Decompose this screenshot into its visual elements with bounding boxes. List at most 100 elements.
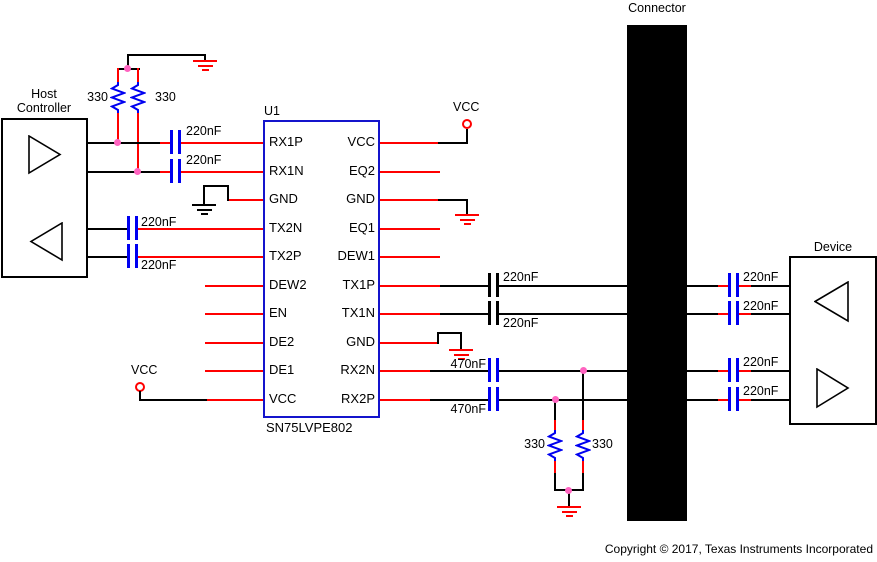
ic-pin-label: DE2: [269, 334, 295, 349]
wire-rx2p: [739, 399, 751, 401]
junction-dot: [114, 139, 121, 146]
ic-pin-label: TX2N: [269, 220, 303, 235]
wire-rx1n: [160, 171, 170, 173]
wire: [582, 473, 584, 491]
wire-gnd: [438, 199, 468, 201]
resistor-icon: [110, 82, 126, 114]
host-controller-label-line2: Controller: [16, 101, 72, 115]
resistor-icon: [575, 430, 591, 462]
wire-rx2p: [751, 399, 789, 401]
ic-pin-label: TX1N: [341, 305, 375, 320]
wire-rx2p: [380, 399, 430, 401]
wire: [582, 461, 584, 474]
wire-rx1p: [88, 142, 160, 144]
capacitor-icon: [127, 244, 138, 268]
wire: [117, 68, 119, 84]
wire-rx2p: [499, 399, 627, 401]
capacitor-value-label: 220nF: [141, 215, 177, 229]
wire-tx2n: [88, 228, 127, 230]
capacitor-icon: [488, 358, 499, 382]
wire: [554, 473, 556, 491]
wire-gnd: [466, 199, 468, 214]
ic-pin-label: DEW2: [269, 277, 307, 292]
capacitor-value-label: 220nF: [141, 258, 177, 272]
junction-dot: [124, 65, 131, 72]
junction-dot: [134, 168, 141, 175]
wire: [554, 461, 556, 474]
capacitor-icon: [488, 273, 499, 297]
capacitor-value-label: 220nF: [503, 316, 539, 330]
wire-tx2p: [138, 256, 263, 258]
wire: [568, 489, 570, 506]
junction-dot: [552, 396, 559, 403]
ic-pin-label: VCC: [347, 134, 375, 149]
wire-vcc-top: [380, 142, 438, 144]
resistor-value-label: 330: [87, 90, 108, 104]
wire-rx2n: [718, 370, 728, 372]
wire-tx1n: [440, 313, 488, 315]
wire-rx2p: [430, 399, 488, 401]
wire-gnd: [380, 199, 438, 201]
wire-vcc: [139, 399, 207, 401]
connector-body: [627, 25, 687, 521]
capacitor-value-label: 220nF: [743, 384, 779, 398]
buffer-triangle-left-icon: [814, 281, 849, 323]
resistor-icon: [547, 430, 563, 462]
wire: [117, 113, 119, 143]
ic-refdes-label: U1: [264, 104, 280, 118]
ground-icon: [449, 349, 473, 360]
wire-gnd: [228, 199, 263, 201]
wire-dew2-stub: [205, 285, 263, 287]
buffer-triangle-right-icon: [816, 368, 850, 409]
wire-tx1p: [499, 285, 627, 287]
wire-tx1n: [739, 313, 751, 315]
wire-vcc: [207, 399, 263, 401]
wire-gnd: [227, 185, 229, 201]
wire-tx1p: [687, 285, 718, 287]
wire: [204, 54, 206, 60]
capacitor-icon: [728, 273, 739, 297]
buffer-triangle-left-icon: [29, 222, 63, 262]
resistor-value-label: 330: [524, 437, 545, 451]
wire-gnd: [203, 185, 205, 204]
wire-eq1-stub: [380, 228, 440, 230]
wire-gnd: [437, 332, 462, 334]
wire: [582, 420, 584, 432]
wire-rx2n: [499, 370, 627, 372]
ic-pin-label: EN: [269, 305, 288, 320]
resistor-value-label: 330: [155, 90, 176, 104]
capacitor-value-label: 220nF: [186, 124, 222, 138]
buffer-triangle-right-icon: [28, 135, 62, 175]
wire-tx1p: [718, 285, 728, 287]
wire-vcc-top: [438, 142, 468, 144]
capacitor-value-label: 470nF: [450, 357, 486, 371]
wire: [127, 54, 129, 70]
ic-pin-label: RX2P: [341, 391, 375, 406]
vcc-terminal-icon: [462, 119, 472, 129]
capacitor-value-label: 220nF: [743, 355, 779, 369]
ic-part-number-label: SN75LVPE802: [266, 420, 353, 435]
wire-tx1p: [380, 285, 440, 287]
wire-eq2-stub: [380, 171, 440, 173]
resistor-value-label: 330: [592, 437, 613, 451]
vcc-label: VCC: [131, 363, 158, 377]
ic-pin-label: RX1P: [269, 134, 303, 149]
vcc-label: VCC: [453, 100, 480, 114]
wire-tx1n: [687, 313, 718, 315]
capacitor-icon: [728, 387, 739, 411]
ground-icon: [557, 506, 581, 517]
wire-tx2p: [88, 256, 127, 258]
capacitor-value-label: 220nF: [743, 299, 779, 313]
wire-rx2n: [380, 370, 430, 372]
ic-pin-label: GND: [346, 191, 375, 206]
capacitor-icon: [728, 301, 739, 325]
ic-pin-label: TX2P: [269, 248, 302, 263]
ground-icon: [455, 214, 479, 225]
ic-pin-label: GND: [346, 334, 375, 349]
ground-icon: [192, 204, 216, 215]
wire-gnd: [460, 332, 462, 349]
wire-rx2n: [687, 370, 718, 372]
ic-pin-label: VCC: [269, 391, 297, 406]
wire-en-stub: [205, 313, 263, 315]
